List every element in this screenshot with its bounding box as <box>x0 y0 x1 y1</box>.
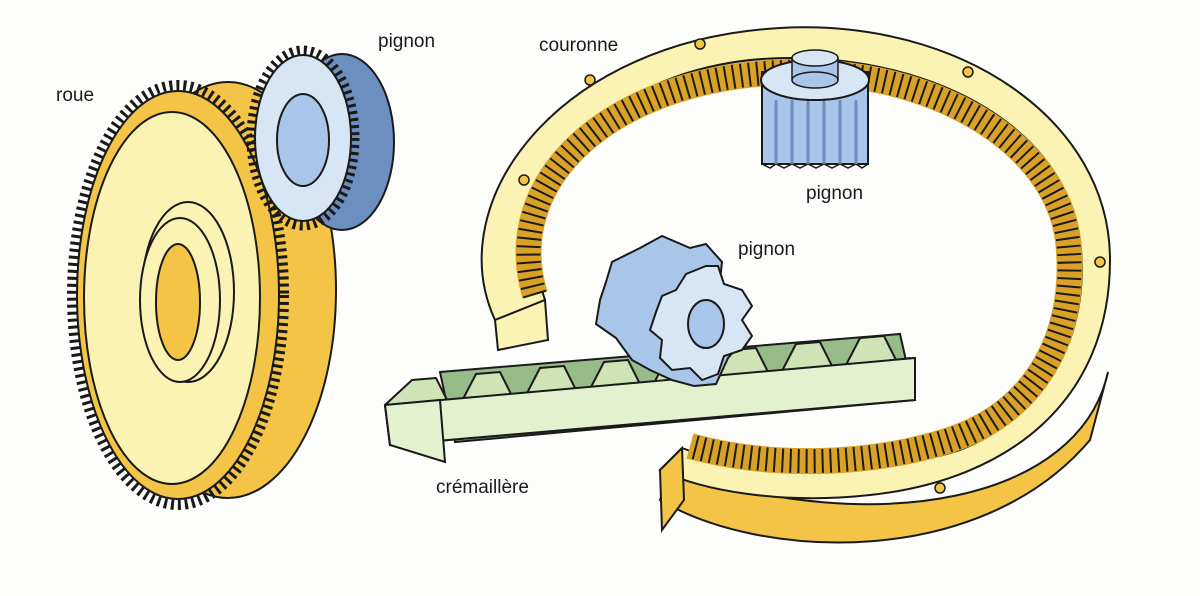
top-pinion-bore <box>276 93 330 187</box>
top-pinion-label: pignon <box>378 31 436 52</box>
inner-pinion-label: pignon <box>806 183 864 204</box>
ring-hole <box>694 38 706 50</box>
rack-gear <box>383 332 917 464</box>
wheel-label: roue <box>56 85 95 106</box>
ring-hole <box>962 66 974 78</box>
ring-cut-end-left <box>493 298 550 352</box>
top-pinion-gear <box>246 45 395 231</box>
ring-outer-wall <box>658 371 1109 544</box>
ring-hole <box>518 174 530 186</box>
rack-label: crémaillère <box>436 477 529 498</box>
wheel-teeth <box>67 80 289 510</box>
rack-pinion-label: pignon <box>738 239 796 260</box>
top-pinion-teeth <box>246 45 360 231</box>
ring-label: couronne <box>539 35 619 56</box>
inner-pinion-gear <box>760 49 870 169</box>
ring-gear <box>480 26 1112 544</box>
ring-inner-teeth <box>515 58 1083 475</box>
ring-cut-end-right <box>658 445 686 533</box>
rack-pinion-bore <box>687 299 725 349</box>
ring-hole <box>584 74 596 86</box>
ring-hole <box>1094 256 1106 268</box>
inner-pinion-shaft-bottom <box>791 71 839 89</box>
inner-pinion-teeth <box>761 100 869 169</box>
inner-pinion-shaft-top <box>791 49 839 67</box>
ring-hole <box>934 482 946 494</box>
wheel-hub-bore <box>155 243 201 361</box>
rack-end <box>383 398 447 464</box>
wheel-gear <box>67 80 337 510</box>
rack-pinion-gear <box>594 234 754 388</box>
